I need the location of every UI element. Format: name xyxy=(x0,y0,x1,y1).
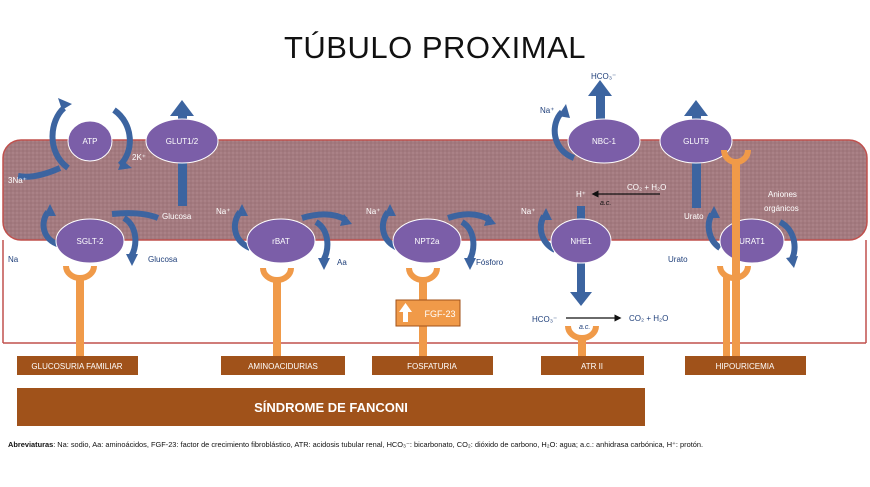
aniones-label-2: orgánicos xyxy=(764,204,799,213)
aa-label: Aa xyxy=(337,258,347,267)
glut9-transporter: GLUT9 xyxy=(659,100,733,208)
svg-text:HIPOURICEMIA: HIPOURICEMIA xyxy=(716,362,775,371)
na-rbat-label: Na⁺ xyxy=(216,207,230,216)
fosforo-label: Fósforo xyxy=(476,258,504,267)
rbat-transporter: rBAT xyxy=(231,204,352,270)
urat1-glut9-receptor xyxy=(717,149,751,356)
sglt2-label: SGLT-2 xyxy=(77,237,105,246)
carbonic-anhydrase-receptor xyxy=(565,325,599,356)
fgf23-label: FGF-23 xyxy=(424,309,455,319)
svg-text:FOSFATURIA: FOSFATURIA xyxy=(407,362,457,371)
disease-glucosuria: GLUCOSURIA FAMILIAR xyxy=(17,356,138,375)
fgf23-box: FGF-23 xyxy=(395,299,461,327)
na-nbc1-label: Na⁺ xyxy=(540,106,554,115)
3na-label: 3Na⁺ xyxy=(8,176,27,185)
disease-atr: ATR II xyxy=(541,356,644,375)
2k-label: 2K⁺ xyxy=(132,153,146,162)
rbat-label: rBAT xyxy=(272,237,290,246)
abbreviations-text: : Na: sodio, Aa: aminoácidos, FGF-23: fa… xyxy=(53,440,704,449)
glucosa-luminal-label: Glucosa xyxy=(148,255,178,264)
na-nhe1-label: Na⁺ xyxy=(521,207,535,216)
glucosa-basolateral-label: Glucosa xyxy=(162,212,192,221)
atp-pump: ATP xyxy=(17,98,133,180)
sglt2-receptor xyxy=(63,265,97,356)
h-plus-label: H⁺ xyxy=(576,190,586,199)
disease-fanconi: SÍNDROME DE FANCONI xyxy=(17,388,645,426)
npt2a-receptor xyxy=(406,267,440,356)
nhe1-label: NHE1 xyxy=(570,237,592,246)
disease-aminoacidurias: AMINOACIDURIAS xyxy=(221,356,345,375)
glut12-label: GLUT1/2 xyxy=(166,137,199,146)
nhe1-transporter: NHE1 xyxy=(537,206,612,306)
urato-cell-label: Urato xyxy=(684,212,704,221)
urat1-label: URAT1 xyxy=(739,237,765,246)
rbat-receptor xyxy=(260,267,294,356)
glut9-label: GLUT9 xyxy=(683,137,709,146)
ac-cell-label: a.c. xyxy=(600,200,611,207)
sglt2-transporter: SGLT-2 xyxy=(40,204,160,266)
disease-fosfaturia: FOSFATURIA xyxy=(372,356,493,375)
disease-hipouricemia: HIPOURICEMIA xyxy=(685,356,806,375)
na-sglt2-label: Na xyxy=(8,255,19,264)
urato-lumen-label: Urato xyxy=(668,255,688,264)
na-npt2a-label: Na⁺ xyxy=(366,207,380,216)
abbreviations-footnote: Abreviaturas: Na: sodio, Aa: aminoácidos… xyxy=(8,439,863,450)
glut12-transporter: GLUT1/2 xyxy=(145,100,219,206)
aniones-label-1: Aniones xyxy=(768,190,797,199)
hco3-top-label: HCO₃⁻ xyxy=(591,72,616,81)
abbreviations-heading: Abreviaturas xyxy=(8,440,54,449)
hco3-lumen-label: HCO₃⁻ xyxy=(532,315,557,324)
svg-text:ATR II: ATR II xyxy=(581,362,603,371)
tubule-wall xyxy=(2,240,867,344)
co2-h2o-cell-label: CO₂ + H₂O xyxy=(627,183,666,192)
nbc1-label: NBC-1 xyxy=(592,137,617,146)
co2-h2o-lumen-label: CO₂ + H₂O xyxy=(629,314,668,323)
diagram-title: TÚBULO PROXIMAL xyxy=(283,30,587,65)
svg-text:GLUCOSURIA FAMILIAR: GLUCOSURIA FAMILIAR xyxy=(31,362,122,371)
atp-label: ATP xyxy=(83,137,98,146)
svg-text:SÍNDROME DE FANCONI: SÍNDROME DE FANCONI xyxy=(254,400,408,415)
ac-lumen-label: a.c. xyxy=(579,324,590,331)
nbc1-transporter: NBC-1 xyxy=(551,80,641,164)
npt2a-transporter: NPT2a xyxy=(379,204,496,270)
npt2a-label: NPT2a xyxy=(415,237,440,246)
svg-text:AMINOACIDURIAS: AMINOACIDURIAS xyxy=(248,362,318,371)
